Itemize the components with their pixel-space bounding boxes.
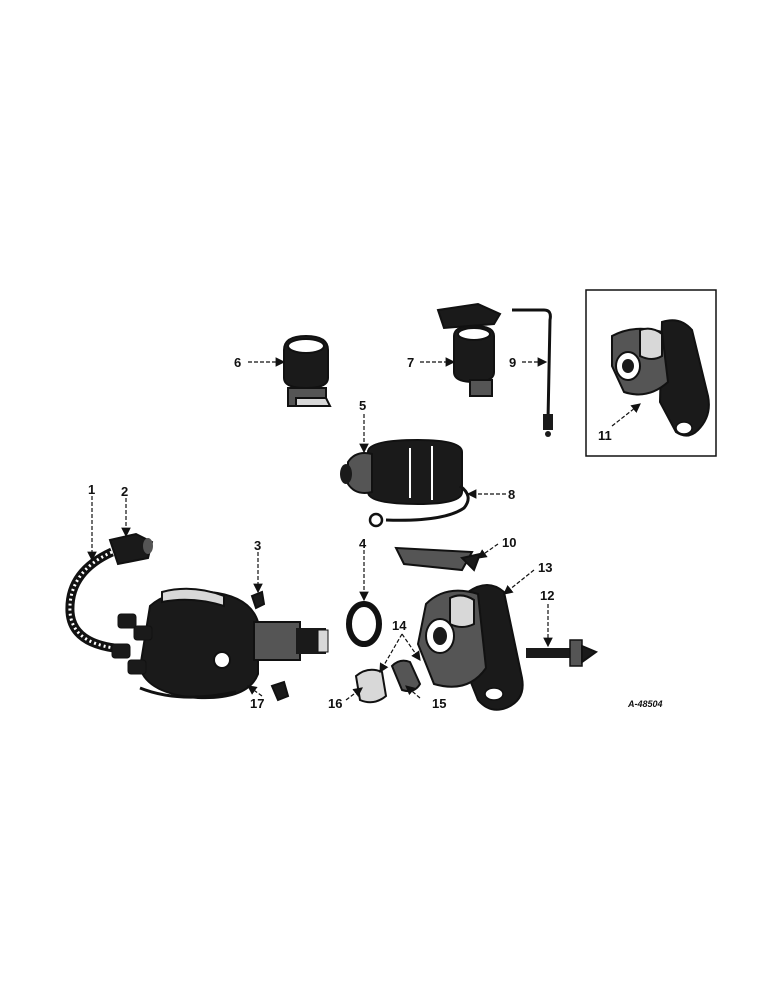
callout-1: 1 <box>88 482 95 497</box>
part-4-gasket <box>346 601 382 647</box>
part-13-housing <box>416 584 524 711</box>
callout-7: 7 <box>407 355 414 370</box>
callout-14: 14 <box>392 618 407 633</box>
part-14-15-plates <box>354 659 422 704</box>
part-1-2-cable <box>65 532 154 653</box>
callout-16: 16 <box>328 696 342 711</box>
part-6-clamp <box>283 334 332 407</box>
callout-3: 3 <box>254 538 261 553</box>
callout-11: 11 <box>598 428 612 443</box>
part-12-shaft <box>526 639 599 667</box>
callout-2: 2 <box>121 484 128 499</box>
callout-13: 13 <box>538 560 552 575</box>
part-17-distributor <box>111 587 329 700</box>
reference-code: A-48504 <box>627 699 663 709</box>
callout-17: 17 <box>250 696 264 711</box>
callout-9: 9 <box>509 355 516 370</box>
callout-6: 6 <box>234 355 241 370</box>
part-9-wire <box>512 308 553 437</box>
callout-labels: 1 2 3 4 5 6 7 8 9 10 11 12 13 14 15 16 1… <box>88 355 612 711</box>
inset-box-part-11 <box>585 289 717 457</box>
callout-8: 8 <box>508 487 515 502</box>
part-3-clip <box>250 590 290 702</box>
part-5-coil <box>340 438 463 506</box>
callout-4: 4 <box>359 536 367 551</box>
leader-lines <box>87 357 641 701</box>
callout-10: 10 <box>502 535 516 550</box>
part-8-strap <box>368 484 470 528</box>
callout-12: 12 <box>540 588 554 603</box>
callout-15: 15 <box>432 696 446 711</box>
callout-5: 5 <box>359 398 366 413</box>
part-10-bracket <box>394 546 482 572</box>
part-7-clamp <box>436 302 502 397</box>
